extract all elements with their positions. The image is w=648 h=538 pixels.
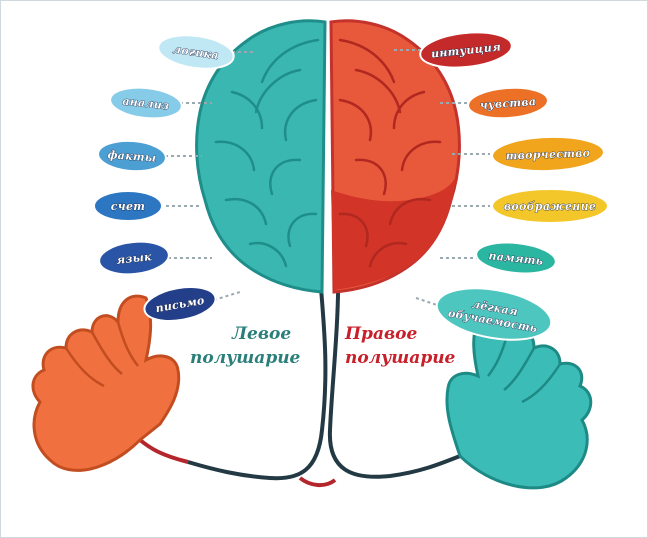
right-bubble-5: память (475, 239, 558, 277)
right-bubble-1: интуиция (418, 28, 513, 71)
left-bubble-3: факты (97, 139, 167, 174)
right-bubble-4: воображение (492, 189, 608, 223)
right-bubble-label: воображение (504, 200, 596, 213)
left-bubble-1: логика (156, 31, 236, 73)
left-hemisphere-label-line2: полушарие (190, 348, 301, 368)
left-hand (33, 296, 179, 470)
left-bubble-6: письмо (142, 282, 218, 326)
left-bubble-2: анализ (109, 84, 184, 121)
left-bubble-5: язык (98, 238, 171, 277)
left-cord-red (140, 440, 188, 462)
right-bubble-2: чувства (467, 85, 549, 121)
left-hemisphere-label-line1: Левое (231, 324, 291, 344)
left-bubble-label: счет (111, 200, 145, 213)
right-hemisphere-label-line2: полушарие (345, 348, 456, 368)
right-bubble-3: творчество (491, 135, 604, 173)
right-hemisphere-label-line1: Правое (344, 324, 417, 344)
left-bubble-4: счет (94, 191, 162, 221)
right-cord-red (300, 478, 335, 485)
